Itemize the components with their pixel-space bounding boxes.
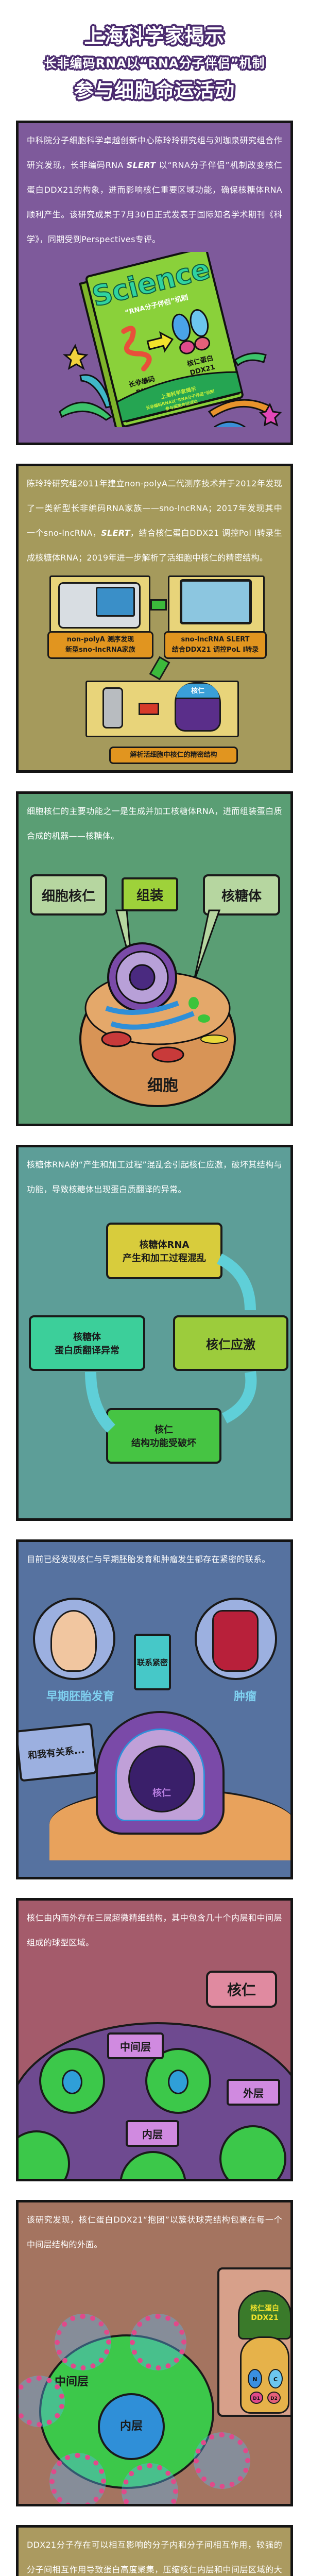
cell-label: 细胞 [147,1077,178,1095]
interaction-text: DDX21分子存在可以相互影响的分子内和分子间相互作用，较强的分子间相互作用导致… [27,2540,282,2574]
monitor-icon [180,579,252,624]
ddx21-cluster [122,2463,178,2504]
nucleolus-character: 核仁 [128,1745,195,1812]
ddx21-callout: 核仁蛋白 DDX21 N C D1 D2 [217,2267,290,2417]
stress-cycle-diagram: 核糖体RNA 产生和加工过程混乱 核仁应激 核仁 结构功能受破坏 核糖体 蛋白质… [19,1202,290,1511]
caption-monitor: sno-lncRNA SLERT 结合DDX21 调控PoL I转录 [164,631,267,659]
microscope-icon [102,687,123,728]
ddx21-cluster [19,2376,65,2427]
nucleolus-mascot: 核仁 [175,682,221,732]
page-subtitle-2: 参与细胞命运活动 [74,79,235,102]
science-book-illustration: Science “RNA分子伴侣”机制 长非编码 RNA 核仁蛋白 DDX21 … [59,252,282,427]
panel-stress: 核糖体RNA的“产生和加工过程”混乱会引起核仁应激，破坏其结构与功能，导致核糖体… [16,1145,293,1521]
arrow-right-icon [150,599,167,611]
intro-text: 中科院分子细胞科学卓越创新中心陈玲玲研究组与刘珈泉研究组合作研究发现，长非编码R… [27,135,282,244]
inner-layer-label: 内层 [126,2120,179,2147]
microscope-tile: 核仁 [85,681,239,737]
cycle-step-translation-abnormal: 核糖体 蛋白质翻译异常 [29,1315,145,1371]
stress-text: 核糖体RNA的“产生和加工过程”混乱会引起核仁应激，破坏其结构与功能，导致核糖体… [27,1160,282,1194]
function-illustration: 细胞核仁 组装 核糖体 细胞 [19,849,290,1116]
sphere-region [39,2048,105,2114]
cell-illustration: 细胞 [79,909,236,1107]
tumor-bubble [195,1598,277,1680]
arrow-down-icon [149,656,170,681]
cycle-step-rrna-disorder: 核糖体RNA 产生和加工过程混乱 [106,1223,222,1279]
outer-layer-label: 外层 [227,2079,280,2106]
history-text: 陈玲玲研究组2011年建立non-polyA二代测序技术并于2012年发现了一类… [27,479,282,563]
sphere-region [219,2125,286,2179]
slert-italic: SLERT [126,160,156,170]
ddx21-cluster [49,2453,106,2504]
structure-illustration: 核仁 中间层 外层 内层 [19,1955,290,2179]
ddx21-hat: 核仁蛋白 DDX21 [238,2290,290,2340]
panel-interaction: DDX21分子存在可以相互影响的分子内和分子间相互作用，较强的分子间相互作用导致… [16,2525,293,2576]
history-illustration: non-polyA 测序发现 新型sno-lncRNA家族 sno-lncRNA… [19,570,290,740]
ribosome-box: 核糖体 [203,874,280,916]
ddx21-shell-text: 该研究发现，核仁蛋白DDX21“抱团”以簇状球壳结构包裹在每一个中间层结构的外面… [27,2215,282,2249]
nucleolus-box: 细胞核仁 [30,874,107,916]
connection-arrow: 联系紧密 [134,1634,171,1690]
panel-ddx21-shell: 该研究发现，核仁蛋白DDX21“抱团”以簇状球壳结构包裹在每一个中间层结构的外面… [16,2200,293,2506]
ddx21-cluster [130,2314,186,2370]
sequencer-icon [58,582,141,629]
assemble-arrow: 组装 [122,877,178,911]
monitor-tile [168,575,265,633]
tumor-label: 肿瘤 [233,1690,256,1703]
structure-text: 核仁由内而外存在三层超微精细结构，其中包含几十个内层和中间层组成的球型区域。 [27,1913,282,1947]
middle-layer-label: 中间层 [107,2032,164,2059]
function-text: 细胞核仁的主要功能之一是生成并加工核糖体RNA，进而组装蛋白质合成的机器——核糖… [27,806,282,841]
caption-microscope: 解析活细胞中核仁的精密结构 [109,747,238,764]
cycle-step-nucleolar-stress: 核仁应激 [173,1315,288,1371]
ddx21-shell-illustration: 中间层 内层 核仁蛋白 DDX21 N C D1 D2 [19,2257,290,2504]
caption-sequencer: non-polyA 测序发现 新型sno-lncRNA家族 [47,631,153,659]
embryo-bubble [33,1598,115,1680]
panel-intro: 中科院分子细胞科学卓越创新中心陈玲玲研究组与刘珈泉研究组合作研究发现，长非编码R… [16,121,293,445]
sequencer-tile [49,575,150,633]
panel-history: 陈玲玲研究组2011年建立non-polyA二代测序技术并于2012年发现了一类… [16,464,293,773]
panel-disease: 目前已经发现核仁与早期胚胎发育和肿瘤发生都存在紧密的联系。 联系紧密 早期胚胎发… [16,1539,293,1879]
ddx21-cluster [55,2314,111,2370]
arrow-red-icon [139,703,159,715]
disease-text: 目前已经发现核仁与早期胚胎发育和肿瘤发生都存在紧密的联系。 [27,1554,270,1564]
inner-layer-core: 内层 [98,2393,165,2460]
thought-bubble: 和我有关系... [19,1722,97,1782]
page-subtitle: 长非编码RNA以“RNA分子伴侣”机制 [44,56,265,71]
cycle-step-structure-damage: 核仁 结构功能受破坏 [106,1408,221,1464]
page-header: 上海科学家揭示 长非编码RNA以“RNA分子伴侣”机制 参与细胞命运活动 [0,0,309,121]
ddx21-character: N C D1 D2 [240,2336,289,2414]
embryo-icon [50,1610,97,1672]
tumor-icon [212,1610,259,1672]
nucleus-dome: 核仁 [96,1711,225,1835]
panel-function: 细胞核仁的主要功能之一是生成并加工核糖体RNA，进而组装蛋白质合成的机器——核糖… [16,791,293,1126]
embryo-label: 早期胚胎发育 [46,1690,114,1703]
disease-illustration: 联系紧密 早期胚胎发育 肿瘤 核仁 和我有关系... [19,1572,290,1860]
panel-structure: 核仁由内而外存在三层超微精细结构，其中包含几十个内层和中间层组成的球型区域。 核… [16,1898,293,2181]
page-title: 上海科学家揭示 [84,25,225,47]
ddx21-cluster [194,2432,250,2489]
nucleolus-label: 核仁 [206,1971,277,2008]
